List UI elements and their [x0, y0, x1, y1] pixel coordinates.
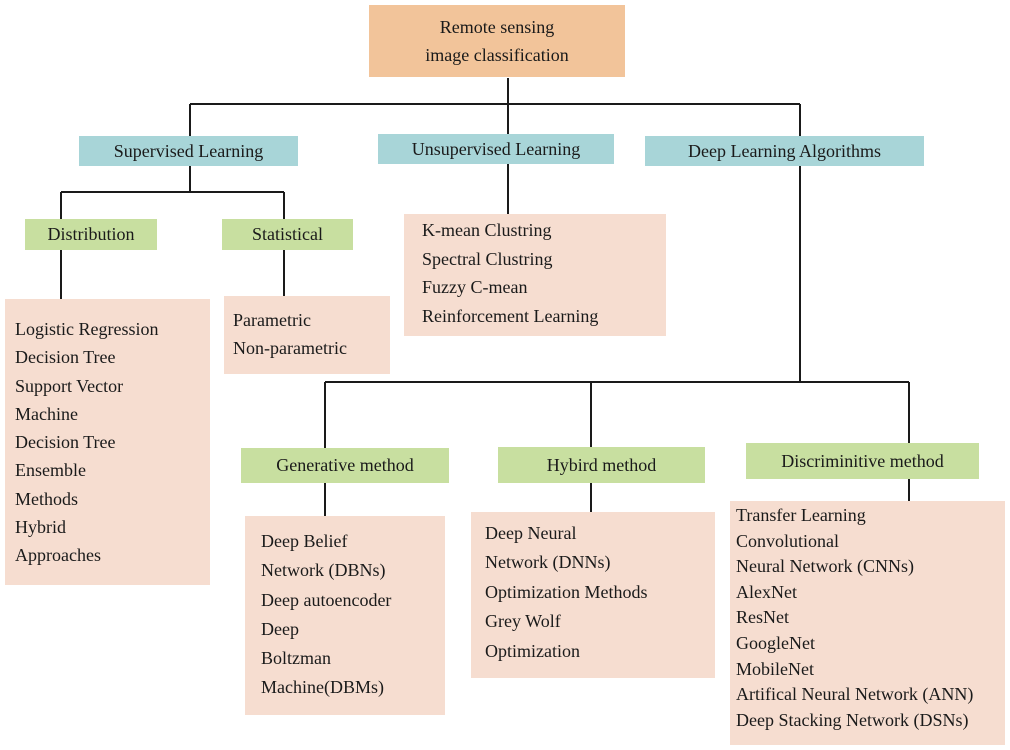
- list-item: Parametric: [233, 310, 311, 330]
- list-item: Convolutional: [736, 530, 839, 551]
- list-item: Non-parametric: [233, 338, 347, 358]
- list-item: Optimization: [485, 640, 580, 661]
- root-node: Remote sensing image classification: [369, 5, 625, 77]
- root-title-line2: image classification: [425, 45, 569, 65]
- list-item: Support Vector: [15, 375, 124, 396]
- list-generative: Deep Belief Network (DBNs) Deep autoenco…: [245, 516, 445, 715]
- list-item: K-mean Clustring: [422, 220, 552, 240]
- list-statistical: Parametric Non-parametric: [224, 296, 390, 374]
- sub-generative-method: Generative method: [241, 448, 449, 483]
- list-unsupervised: K-mean Clustring Spectral Clustring Fuzz…: [404, 214, 666, 336]
- list-item: Boltzman: [261, 648, 331, 669]
- list-item: Reinforcement Learning: [422, 305, 599, 326]
- list-item: GoogleNet: [736, 632, 815, 653]
- list-item: Deep: [261, 618, 299, 639]
- list-item: Approaches: [15, 545, 101, 566]
- list-item: Fuzzy C-mean: [422, 277, 528, 297]
- list-item: Logistic Regression: [15, 319, 159, 339]
- root-title-line1: Remote sensing: [439, 17, 555, 37]
- category-unsupervised-learning: Unsupervised Learning: [378, 134, 614, 164]
- list-distribution: Logistic Regression Decision Tree Suppor…: [5, 299, 210, 585]
- list-item: Ensemble: [15, 460, 86, 481]
- list-item: Deep Belief: [261, 531, 348, 551]
- list-item: Deep Stacking Network (DSNs): [736, 709, 969, 730]
- list-item: AlexNet: [736, 581, 797, 602]
- list-item: Machine(DBMs): [261, 677, 384, 698]
- list-item: Decision Tree: [15, 432, 116, 453]
- list-item: Spectral Clustring: [422, 248, 553, 269]
- list-item: Neural Network (CNNs): [736, 556, 914, 577]
- list-discriminitive: Transfer Learning Convolutional Neural N…: [730, 501, 1005, 745]
- list-item: MobileNet: [736, 658, 814, 679]
- list-hybird: Deep Neural Network (DNNs) Optimization …: [471, 512, 715, 678]
- list-item: Machine: [15, 403, 78, 424]
- list-item: Deep autoencoder: [261, 589, 392, 610]
- category-deep-learning-algorithms: Deep Learning Algorithms: [645, 136, 924, 166]
- list-item: Decision Tree: [15, 347, 116, 368]
- category-supervised-learning: Supervised Learning: [79, 136, 298, 166]
- list-item: ResNet: [736, 607, 789, 628]
- list-item: Transfer Learning: [736, 505, 866, 525]
- sub-distribution: Distribution: [25, 219, 157, 250]
- list-item: Artifical Neural Network (ANN): [736, 684, 974, 705]
- list-item: Hybrid: [15, 517, 66, 538]
- list-item: Network (DBNs): [261, 560, 386, 581]
- list-item: Methods: [15, 488, 78, 509]
- list-item: Network (DNNs): [485, 552, 611, 573]
- sub-discriminitive-method: Discriminitive method: [746, 443, 979, 479]
- list-item: Deep Neural: [485, 523, 577, 543]
- list-item: Grey Wolf: [485, 611, 561, 632]
- list-item: Optimization Methods: [485, 581, 648, 602]
- sub-hybird-method: Hybird method: [498, 447, 705, 483]
- sub-statistical: Statistical: [222, 219, 353, 250]
